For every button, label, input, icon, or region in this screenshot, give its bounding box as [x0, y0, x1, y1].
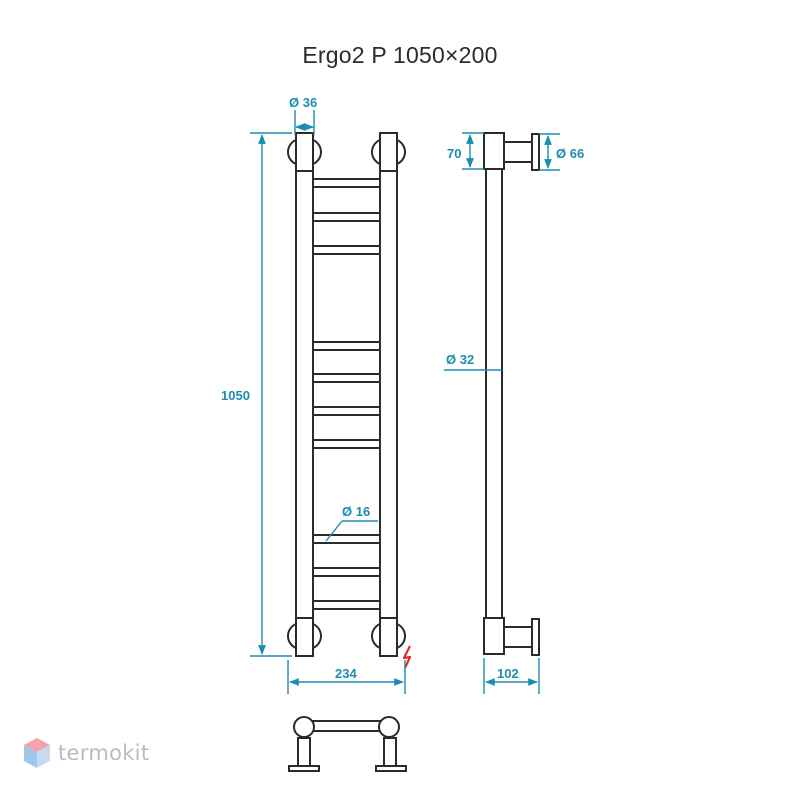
- top-connectors: [287, 132, 406, 172]
- brand-name: termokit: [58, 741, 150, 765]
- dimension-lines: [250, 110, 560, 694]
- rungs: [311, 178, 381, 610]
- brand-watermark: termokit: [22, 736, 149, 770]
- side-pipe: [485, 164, 503, 621]
- dim-label-w234: 234: [335, 666, 357, 681]
- dim-label-d66: Ø 66: [556, 146, 584, 161]
- page-title: Ergo2 P 1050×200: [302, 42, 498, 68]
- front-view: [287, 132, 406, 657]
- dim-label-d36: Ø 36: [289, 95, 317, 110]
- dim-label-h70: 70: [447, 146, 461, 161]
- electric-icon: [402, 645, 412, 669]
- dim-label-d32: Ø 32: [446, 352, 474, 367]
- dim-label-w102: 102: [497, 666, 519, 681]
- side-view: [483, 132, 540, 656]
- left-upright: [295, 149, 314, 635]
- bottom-connectors: [287, 617, 406, 657]
- cube-icon: [24, 738, 50, 768]
- dim-label-d16: Ø 16: [342, 504, 370, 519]
- dim-label-h1050: 1050: [221, 388, 250, 403]
- top-view: [288, 716, 407, 772]
- right-upright: [379, 149, 398, 635]
